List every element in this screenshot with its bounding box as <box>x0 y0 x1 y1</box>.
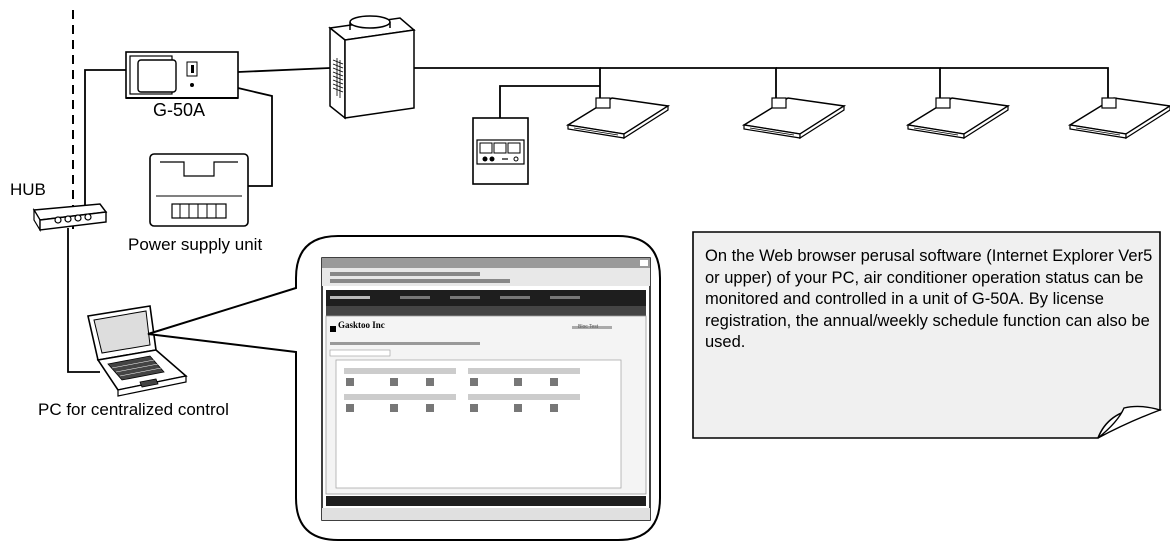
outdoor-unit-device <box>328 15 416 120</box>
browser-screenshot <box>321 257 651 521</box>
g50a-controller-device <box>125 51 239 99</box>
hub-device <box>32 203 108 233</box>
browser-status-link: Bloc Test <box>578 324 599 330</box>
hub-label: HUB <box>10 180 46 199</box>
indoor-unit-1 <box>565 97 671 140</box>
indoor-unit-3 <box>905 97 1011 140</box>
remote-controller-device <box>472 117 529 185</box>
indoor-unit-2 <box>741 97 847 140</box>
note-folded-corner <box>1097 405 1163 439</box>
laptop-pc-device <box>87 305 188 397</box>
wiring <box>67 67 1109 373</box>
pc-label: PC for centralized control <box>38 400 229 419</box>
power-supply-label: Power supply unit <box>128 235 263 254</box>
indoor-unit-4 <box>1067 97 1170 140</box>
browser-app-name: Gasktoo Inc <box>338 320 385 330</box>
power-supply-unit-device <box>149 153 249 227</box>
g50a-label: G-50A <box>153 100 206 120</box>
note-text: On the Web browser perusal software (Int… <box>705 247 1153 351</box>
